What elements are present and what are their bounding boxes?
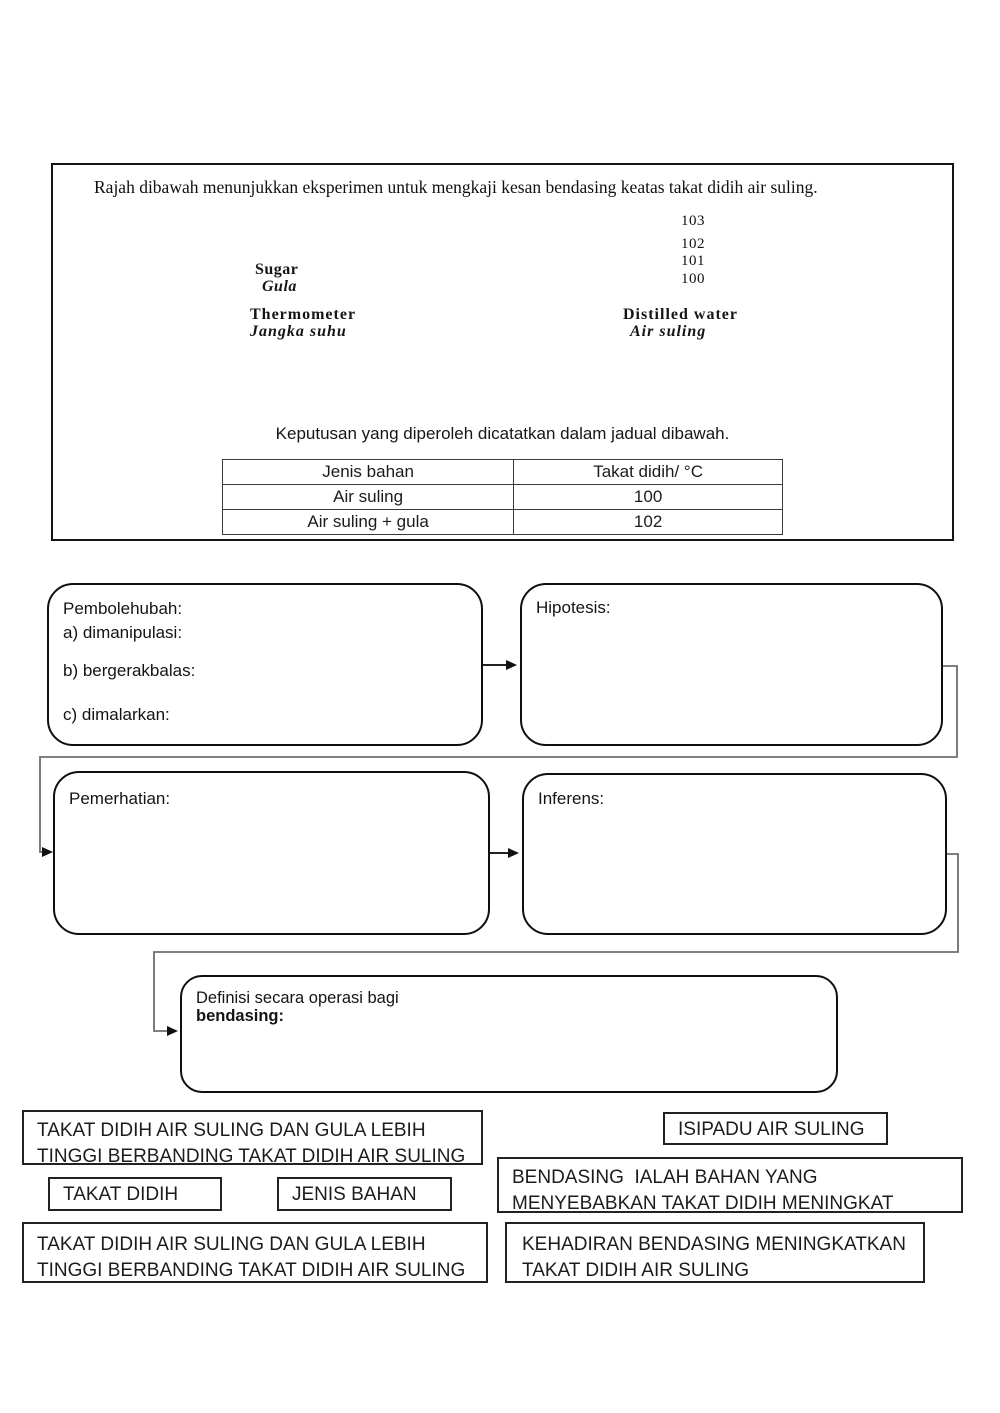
hypothesis-label: Hipotesis: <box>536 598 611 617</box>
definition-line1: Definisi secara operasi bagi <box>196 989 399 1007</box>
answer-option-kehadiran[interactable]: KEHADIRAN BENDASING MENINGKATKAN TAKAT D… <box>505 1222 925 1283</box>
scale-value-101: 101 <box>681 253 705 269</box>
inference-label: Inferens: <box>538 789 605 808</box>
hypothesis-box[interactable]: Hipotesis: <box>520 583 943 746</box>
operational-definition-box[interactable]: Definisi secara operasi bagi bendasing: <box>180 975 838 1093</box>
observation-label: Pemerhatian: <box>69 789 171 808</box>
variables-title: Pembolehubah: <box>63 599 183 618</box>
cell-boiling-1: 100 <box>513 484 783 510</box>
distilled-water-label-ms: Air suling <box>630 323 707 340</box>
thermometer-label-ms: Jangka suhu <box>250 323 347 340</box>
scale-value-102: 102 <box>681 236 705 252</box>
variables-responding: b) bergerakbalas: <box>63 661 196 680</box>
experiment-title: Rajah dibawah menunjukkan eksperimen unt… <box>94 177 818 197</box>
results-caption: Keputusan yang diperoleh dicatatkan dala… <box>275 424 730 443</box>
answer-option-boiling-higher-1[interactable]: TAKAT DIDIH AIR SULING DAN GULA LEBIH TI… <box>22 1110 483 1167</box>
answer-option-takat-didih[interactable]: TAKAT DIDIH <box>48 1177 222 1211</box>
variables-box[interactable]: Pembolehubah: a) dimanipulasi: b) berger… <box>47 583 483 746</box>
table-header-row: Jenis bahan Takat didih/ °C <box>221 459 783 485</box>
cell-material-1: Air suling <box>221 484 515 510</box>
sugar-label-en: Sugar <box>255 261 299 278</box>
variables-manipulated: a) dimanipulasi: <box>63 623 183 642</box>
header-takat-didih: Takat didih/ °C <box>513 459 783 485</box>
results-table: Jenis bahan Takat didih/ °C Air suling 1… <box>221 459 783 535</box>
thermometer-label-en: Thermometer <box>250 306 357 323</box>
answer-option-jenis-bahan[interactable]: JENIS BAHAN <box>277 1177 452 1211</box>
inference-box[interactable]: Inferens: <box>522 773 947 935</box>
table-row: Air suling 100 <box>221 484 783 510</box>
answer-option-isipadu[interactable]: ISIPADU AIR SULING <box>663 1112 888 1145</box>
definition-line2: bendasing: <box>196 1007 285 1025</box>
variables-constant: c) dimalarkan: <box>63 705 170 724</box>
cell-boiling-2: 102 <box>513 509 783 535</box>
observation-box[interactable]: Pemerhatian: <box>53 771 490 935</box>
answer-option-boiling-higher-2[interactable]: TAKAT DIDIH AIR SULING DAN GULA LEBIH TI… <box>22 1222 488 1283</box>
answer-option-bendasing-def[interactable]: BENDASING IALAH BAHAN YANG MENYEBABKAN T… <box>497 1157 963 1214</box>
cell-material-2: Air suling + gula <box>221 509 515 535</box>
scale-value-100: 100 <box>681 271 705 287</box>
distilled-water-label-en: Distilled water <box>623 306 738 323</box>
header-jenis-bahan: Jenis bahan <box>221 459 515 485</box>
table-row: Air suling + gula 102 <box>221 509 783 535</box>
sugar-label-ms: Gula <box>262 278 297 295</box>
scale-value-103: 103 <box>681 213 705 229</box>
